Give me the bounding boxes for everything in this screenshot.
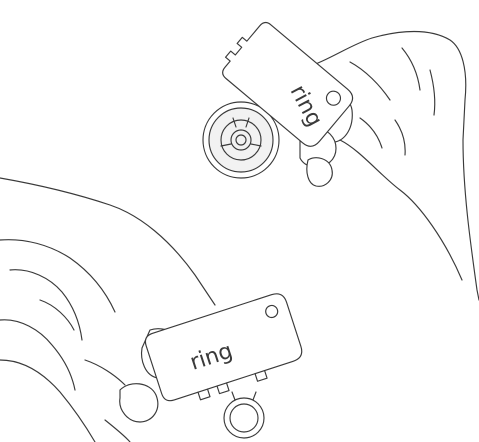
- left-hand-icon: [0, 178, 215, 442]
- small-ring-clip-icon: [224, 392, 264, 438]
